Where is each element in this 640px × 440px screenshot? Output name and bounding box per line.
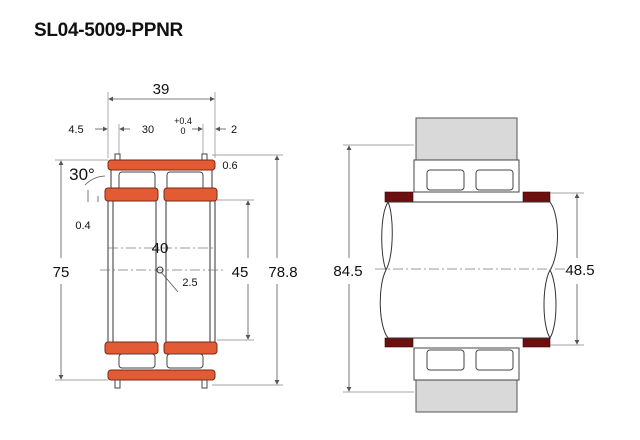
outer-ring-top	[107, 159, 216, 171]
dim-inner-width: 40	[152, 240, 169, 257]
dim-snap-ring-offset: 4.5	[68, 124, 83, 136]
dim-chamfer-inner: 0.4	[75, 220, 90, 232]
spacer	[522, 337, 551, 348]
shaft	[379, 201, 558, 339]
dim-width: 39	[153, 81, 170, 98]
dim-roller-length: 30	[142, 124, 154, 136]
product-title: SL04-5009-PPNR	[34, 20, 183, 41]
housing-top	[415, 117, 518, 164]
dim-tol-upper: +0.4	[174, 116, 192, 126]
dim-bore-diameter: 45	[232, 264, 249, 281]
inner-ring-bottom-right	[163, 341, 218, 355]
housing-bottom	[415, 377, 518, 413]
spacer	[384, 191, 414, 203]
dim-chamfer-angle: 30°	[69, 165, 95, 184]
mounting-view: 84.5 48.5	[333, 117, 595, 413]
inner-ring-top-left	[104, 187, 159, 202]
dim-tol-lower: 0	[180, 126, 185, 136]
section-view: 39 4.5 30 +0.4 0 2 0.6 30° 0.4 40 2.5 75…	[53, 81, 298, 389]
dim-shaft-diameter: 48.5	[565, 262, 594, 279]
lube-hole-icon	[156, 266, 164, 274]
inner-ring-bottom-left	[104, 341, 159, 355]
inner-ring-top-right	[163, 187, 218, 202]
dim-groove-width: 2	[231, 124, 237, 136]
roller	[118, 353, 156, 369]
roller	[166, 353, 204, 369]
spacer	[522, 191, 551, 203]
dim-chamfer-outer: 0.6	[222, 160, 237, 172]
dim-snap-ring-diameter: 78.8	[268, 264, 297, 281]
dim-lube-hole: 2.5	[182, 277, 197, 289]
spacer	[384, 337, 414, 348]
outer-ring-bottom	[107, 369, 216, 381]
dim-outer-diameter: 75	[53, 264, 70, 281]
dim-housing-diameter: 84.5	[333, 263, 362, 280]
